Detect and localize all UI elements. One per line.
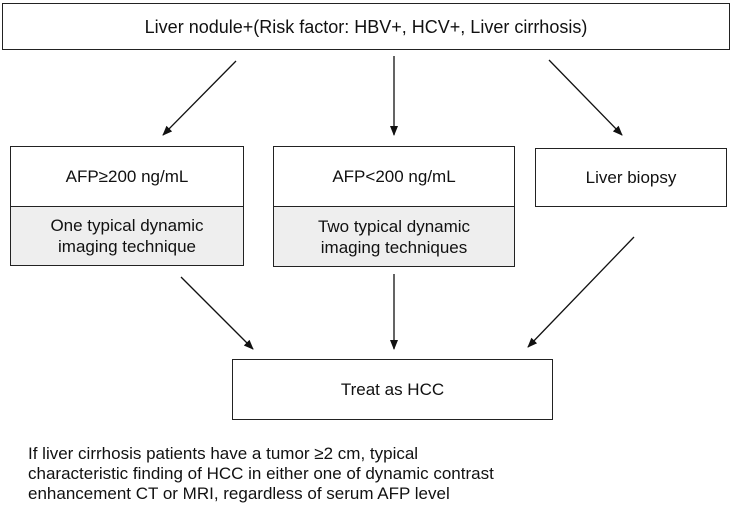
afp-low-imaging-line-2: imaging techniques <box>320 237 468 257</box>
liver-nodule-risk-label: Liver nodule+(Risk factor: HBV+, HCV+, L… <box>144 16 588 37</box>
afp-low-condition: AFP<200 ng/mL <box>332 167 456 186</box>
afp-high-imaging-line-1: One typical dynamic <box>50 216 204 235</box>
afp-high-imaging-cell: One typical dynamic imaging technique <box>11 206 243 265</box>
afp-high-node: AFP≥200 ng/mL One typical dynamic imagin… <box>10 146 244 266</box>
liver-biopsy-node: Liver biopsy <box>535 148 727 207</box>
footnote-line-2: characteristic finding of HCC in either … <box>28 464 494 483</box>
treat-as-hcc-node: Treat as HCC <box>232 359 553 420</box>
arrow-top-to-afp-high <box>162 60 237 136</box>
afp-low-node: AFP<200 ng/mL Two typical dynamic imagin… <box>273 146 515 267</box>
liver-biopsy-label: Liver biopsy <box>585 167 677 187</box>
arrow-top-to-biopsy <box>548 59 623 136</box>
afp-low-imaging-cell: Two typical dynamic imaging techniques <box>274 206 514 266</box>
afp-high-condition: AFP≥200 ng/mL <box>65 167 189 186</box>
afp-high-condition-cell: AFP≥200 ng/mL <box>11 147 243 206</box>
afp-high-imaging-line-2: imaging technique <box>58 237 196 256</box>
footnote-line-3: enhancement CT or MRI, regardless of ser… <box>28 484 450 503</box>
treat-as-hcc-label: Treat as HCC <box>340 379 445 399</box>
arrow-biopsy-to-hcc <box>527 236 635 348</box>
afp-low-condition-cell: AFP<200 ng/mL <box>274 147 514 206</box>
arrow-afp-high-to-hcc <box>180 276 254 350</box>
afp-low-imaging-line-1: Two typical dynamic <box>317 216 471 236</box>
liver-nodule-risk-node: Liver nodule+(Risk factor: HBV+, HCV+, L… <box>2 3 730 50</box>
footnote-line-1: If liver cirrhosis patients have a tumor… <box>28 444 419 463</box>
footnote: If liver cirrhosis patients have a tumor… <box>28 444 648 504</box>
